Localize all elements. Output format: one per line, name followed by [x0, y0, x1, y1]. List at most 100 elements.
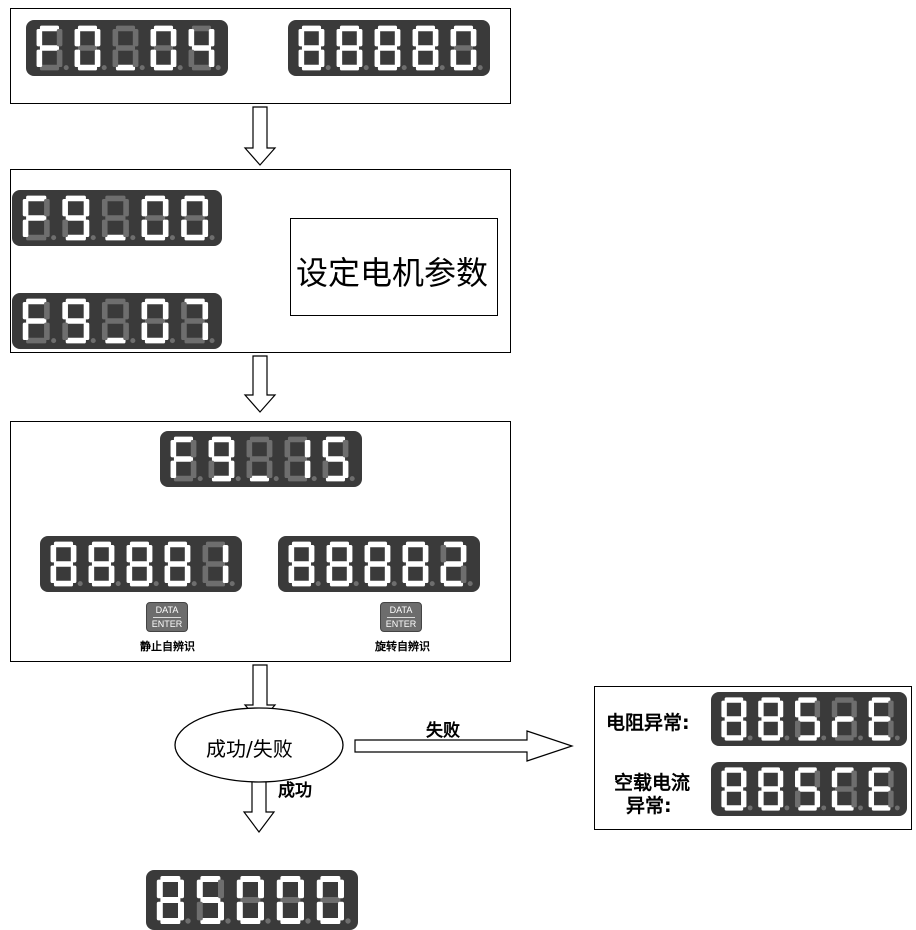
segment-g	[211, 456, 232, 462]
segment-a	[65, 195, 86, 202]
segment-f	[721, 700, 727, 718]
digit-2	[62, 195, 96, 241]
segment-e	[62, 219, 68, 238]
segment-d	[26, 337, 47, 344]
segment-g	[325, 456, 346, 462]
segment-c	[741, 790, 747, 808]
segment-c	[190, 460, 197, 479]
data-enter-key-right[interactable]: DATA ENTER	[380, 602, 422, 632]
segment-d	[761, 735, 780, 741]
segment-f	[196, 879, 203, 899]
segment-a	[871, 697, 891, 703]
segment-d	[191, 64, 212, 71]
segment-c	[346, 565, 353, 584]
decimal-point	[209, 338, 215, 344]
segment-a	[200, 876, 221, 882]
segment-a	[167, 541, 188, 548]
segment-f	[298, 28, 305, 47]
down-arrow-1	[243, 106, 277, 166]
digit-5	[868, 767, 900, 811]
segment-e	[22, 219, 29, 238]
segment-b	[308, 544, 315, 563]
segment-d	[53, 580, 74, 587]
decimal-point	[273, 476, 279, 482]
segment-a	[761, 767, 780, 773]
segment-b	[56, 28, 63, 47]
static-id-caption: 静止自辨识	[140, 640, 195, 653]
segment-e	[276, 901, 283, 921]
segment-g	[200, 897, 221, 903]
decimal-point	[153, 581, 159, 587]
segment-f	[141, 301, 148, 320]
segment-d	[835, 735, 854, 741]
segment-a	[105, 298, 126, 305]
segment-f	[156, 879, 163, 899]
segment-f	[150, 28, 157, 47]
segment-e	[246, 460, 253, 479]
segment-a	[184, 195, 205, 202]
segment-a	[144, 298, 166, 305]
data-enter-key-left[interactable]: DATA ENTER	[146, 602, 188, 632]
segment-a	[291, 541, 312, 548]
digit-3	[795, 767, 827, 811]
segment-e	[22, 322, 29, 341]
digit-1	[288, 541, 321, 587]
digit-5	[202, 541, 235, 587]
segment-e	[374, 49, 381, 68]
decimal-point	[467, 581, 473, 587]
segment-f	[62, 301, 68, 320]
segment-d	[291, 580, 312, 587]
segment-a	[153, 25, 174, 32]
segment-d	[367, 580, 388, 587]
decimal-point	[391, 581, 397, 587]
decimal-point	[90, 235, 96, 241]
digit-4	[150, 25, 183, 71]
segment-b	[777, 770, 784, 788]
decimal-point	[130, 235, 136, 241]
segment-f	[868, 700, 875, 718]
segment-d	[144, 234, 166, 241]
segment-d	[301, 64, 322, 71]
segment-f	[276, 879, 283, 899]
digit-2	[62, 298, 96, 344]
segment-c	[108, 565, 115, 584]
segment-f	[758, 770, 764, 788]
segment-d	[184, 337, 205, 344]
segment-e	[831, 790, 838, 808]
segment-c	[44, 322, 50, 341]
digit-3	[246, 436, 279, 482]
decimal-point	[169, 235, 175, 241]
segment-c	[228, 460, 235, 479]
segment-c	[132, 49, 139, 68]
segment-e	[181, 219, 187, 238]
segment-b	[184, 544, 191, 563]
segment-f	[141, 198, 148, 217]
digit-3	[101, 298, 136, 344]
segment-b	[888, 770, 894, 788]
segment-b	[94, 28, 101, 47]
segment-e	[101, 219, 108, 238]
segment-a	[339, 25, 360, 32]
segment-b	[266, 439, 273, 458]
segment-d	[160, 918, 181, 924]
segment-g	[871, 786, 891, 792]
decimal-point	[747, 735, 753, 741]
decimal-point	[345, 918, 351, 924]
segment-c	[777, 790, 784, 808]
step3-right-display	[278, 536, 480, 592]
segment-g	[798, 786, 817, 792]
segment-c	[422, 565, 429, 584]
segment-e	[336, 49, 343, 68]
segment-c	[814, 790, 821, 808]
segment-c	[394, 49, 401, 68]
segment-b	[123, 198, 129, 217]
segment-b	[83, 198, 90, 217]
decimal-point	[401, 65, 407, 71]
segment-g	[761, 716, 780, 722]
segment-c	[470, 49, 477, 68]
segment-g	[724, 786, 744, 792]
segment-d	[153, 64, 174, 71]
segment-f	[246, 439, 253, 458]
digit-2	[758, 697, 790, 741]
segment-d	[65, 234, 86, 241]
